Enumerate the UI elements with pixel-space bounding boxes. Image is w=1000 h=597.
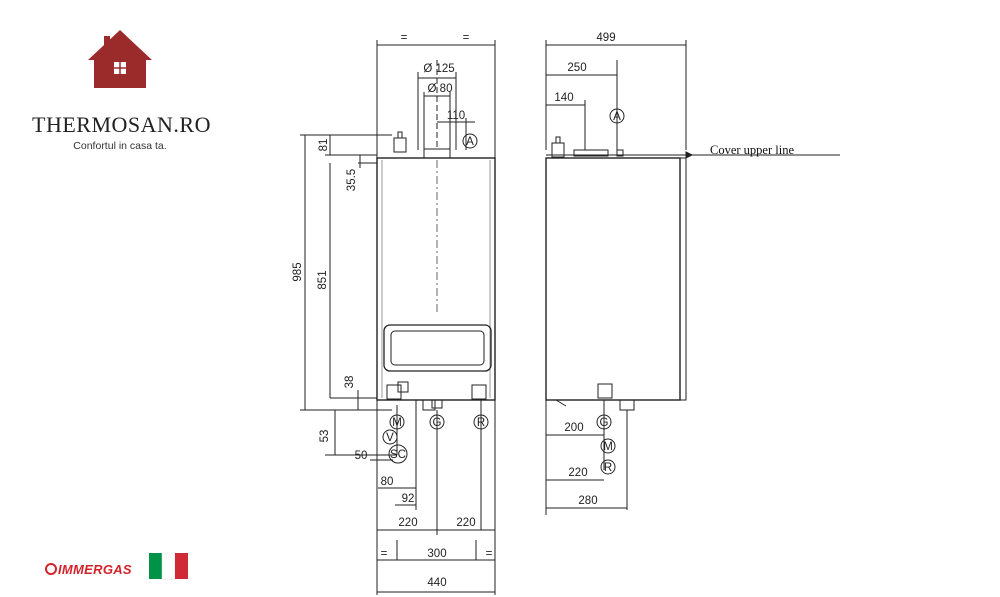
brand-logo [30, 28, 210, 158]
conn-m-side: M [603, 441, 613, 453]
conn-m-front: M [392, 417, 402, 429]
dim-220-side: 220 [568, 467, 587, 479]
dim-300: 300 [427, 548, 446, 560]
dim-110: 110 [447, 110, 465, 122]
dim-35-5: 35.5 [346, 169, 358, 191]
conn-r-front: R [477, 417, 485, 429]
maker-logo [44, 552, 194, 583]
dim-851: 851 [317, 270, 329, 289]
mark-eq-bottom-right: = [486, 548, 493, 560]
conn-g-side: G [600, 417, 609, 429]
flag-green [149, 553, 162, 579]
dim-80: 80 [381, 476, 394, 488]
brand-tagline: Confortul in casa ta. [73, 140, 167, 152]
dim-499: 499 [596, 32, 615, 44]
brand-name: THERMOSAN.RO [32, 112, 211, 137]
dim-200: 200 [564, 422, 583, 434]
dim-81: 81 [318, 139, 330, 152]
dim-250: 250 [567, 62, 586, 74]
conn-r-side: R [604, 462, 612, 474]
dim-92: 92 [402, 493, 415, 505]
conn-sc-front: SC [390, 449, 406, 461]
conn-g-front: G [433, 417, 442, 429]
mark-eq-bottom-left: = [381, 548, 388, 560]
house-icon [88, 30, 152, 88]
maker-name: IMMERGAS [58, 562, 132, 577]
dim-985: 985 [292, 262, 304, 281]
conn-a-side: A [613, 111, 621, 123]
cover-upper-line-note: Cover upper line [710, 143, 794, 157]
conn-a-front: A [466, 136, 474, 148]
mark-eq-top-left: = [401, 32, 408, 44]
dim-flue-80: Ø 80 [428, 83, 453, 95]
dim-440: 440 [427, 577, 446, 589]
dim-38: 38 [344, 376, 356, 389]
dim-220-left: 220 [398, 517, 417, 529]
dim-50: 50 [355, 450, 368, 462]
dim-220-right: 220 [456, 517, 475, 529]
dim-53: 53 [319, 430, 331, 443]
dim-140: 140 [554, 92, 573, 104]
conn-v-front: V [386, 432, 394, 444]
dim-flue-125: Ø 125 [423, 63, 454, 75]
dim-280: 280 [578, 495, 597, 507]
mark-eq-top-right: = [463, 32, 470, 44]
